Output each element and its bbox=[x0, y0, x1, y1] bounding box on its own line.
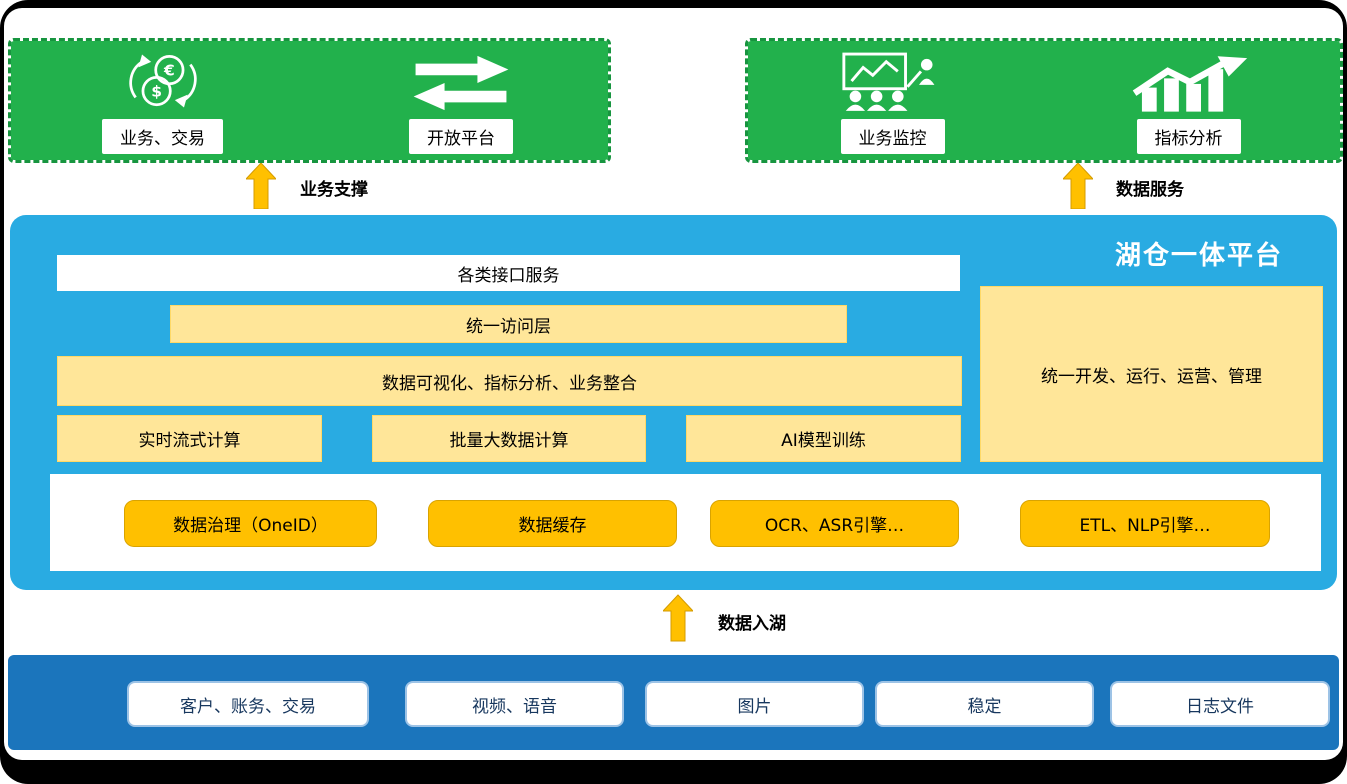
source-log-files: 日志文件 bbox=[1110, 681, 1330, 727]
business-support-arrow-icon bbox=[246, 163, 276, 209]
monitoring-panel: 业务监控 指标分析 bbox=[745, 38, 1343, 163]
currency-exchange-icon: € $ bbox=[128, 54, 197, 107]
transfer-arrows-iconbox bbox=[405, 48, 517, 112]
data-sources-bar: 客户、账务、交易 视频、语音 图片 稳定 日志文件 bbox=[8, 655, 1339, 750]
data-cache-button: 数据缓存 bbox=[428, 500, 677, 547]
analytics-label: 指标分析 bbox=[1136, 118, 1241, 154]
business-monitoring-label: 业务监控 bbox=[840, 118, 945, 154]
analytics-icon bbox=[1132, 55, 1247, 112]
monitoring-icon bbox=[841, 52, 934, 111]
source-stable: 稳定 bbox=[875, 681, 1094, 727]
source-images: 图片 bbox=[645, 681, 864, 727]
monitoring-iconbox bbox=[840, 48, 946, 112]
ocr-asr-engine-button: OCR、ASR引擎… bbox=[710, 500, 959, 547]
open-platform-label: 开放平台 bbox=[409, 118, 513, 154]
data-ingest-label: 数据入湖 bbox=[706, 604, 798, 638]
unified-access-bar: 统一访问层 bbox=[170, 305, 847, 343]
data-service-label: 数据服务 bbox=[1104, 171, 1196, 203]
visualization-bar: 数据可视化、指标分析、业务整合 bbox=[57, 356, 962, 406]
streaming-compute-box: 实时流式计算 bbox=[57, 415, 322, 462]
business-trade-label: 业务、交易 bbox=[102, 118, 223, 154]
engines-bar: 数据治理（OneID） 数据缓存 OCR、ASR引擎… ETL、NLP引擎… bbox=[50, 474, 1321, 571]
interface-services-bar: 各类接口服务 bbox=[57, 255, 960, 291]
business-trade-item: € $ 业务、交易 bbox=[102, 48, 223, 154]
lakehouse-platform-panel: 湖仓一体平台 各类接口服务 统一访问层 数据可视化、指标分析、业务整合 实时流式… bbox=[10, 215, 1337, 590]
svg-text:$: $ bbox=[151, 82, 162, 100]
batch-compute-box: 批量大数据计算 bbox=[372, 415, 646, 462]
source-customer-accounts: 客户、账务、交易 bbox=[127, 681, 369, 727]
business-apps-panel: € $ 业务、交易 开放平台 bbox=[8, 38, 611, 163]
etl-nlp-engine-button: ETL、NLP引擎… bbox=[1020, 500, 1270, 547]
management-box: 统一开发、运行、运营、管理 bbox=[980, 286, 1323, 462]
source-video-audio: 视频、语音 bbox=[405, 681, 624, 727]
business-monitoring-item: 业务监控 bbox=[840, 48, 946, 154]
data-governance-button: 数据治理（OneID） bbox=[124, 500, 377, 547]
data-service-arrow-icon bbox=[1063, 163, 1093, 209]
svg-text:€: € bbox=[162, 61, 174, 79]
business-support-label: 业务支撑 bbox=[288, 171, 380, 203]
platform-title: 湖仓一体平台 bbox=[1114, 241, 1283, 271]
open-platform-item: 开放平台 bbox=[405, 48, 517, 154]
ai-training-box: AI模型训练 bbox=[686, 415, 961, 462]
analytics-item: 指标分析 bbox=[1129, 48, 1249, 154]
currency-exchange-iconbox: € $ bbox=[115, 48, 211, 112]
data-ingest-arrow-icon bbox=[663, 594, 693, 642]
analytics-iconbox bbox=[1129, 48, 1249, 112]
transfer-arrows-icon bbox=[413, 55, 509, 110]
